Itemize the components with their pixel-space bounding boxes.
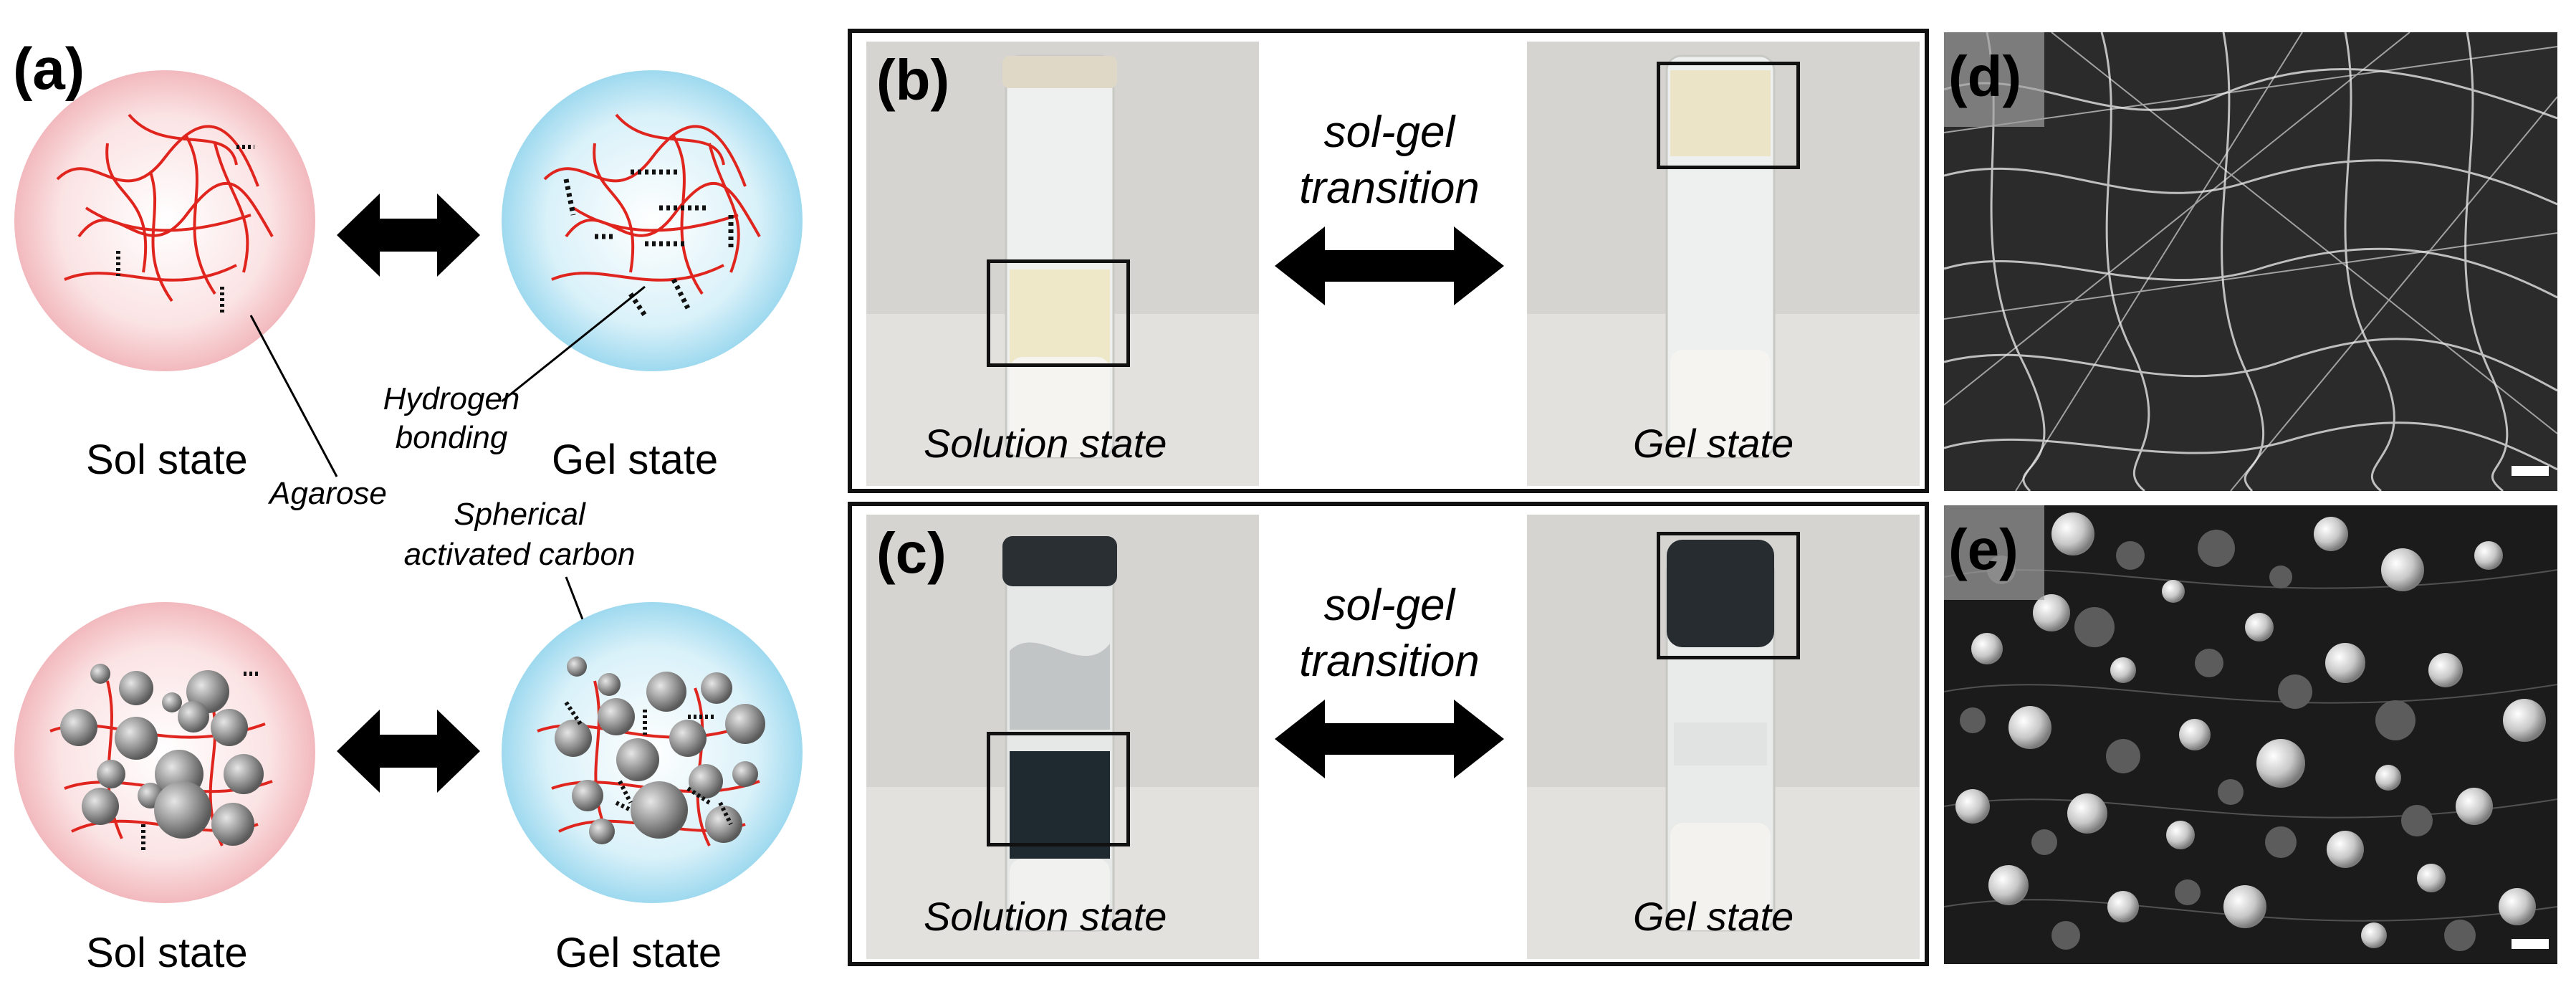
highlight-box-solution-b (987, 259, 1130, 367)
label-box-d (1944, 32, 2044, 127)
panel-b: (b) Solution state sol-gel transition Ge… (848, 29, 1929, 493)
panel-a: (a) (0, 0, 846, 997)
gel-caption-c: Gel state (1633, 894, 1794, 939)
sem-image-e: (e) (1944, 505, 2557, 964)
carbon-spheres-sol (60, 664, 264, 846)
double-arrow-bottom (337, 710, 480, 793)
agarose-label: Agarose (269, 476, 387, 511)
panel-d-label: (d) (1948, 44, 2022, 108)
panel-a-schematic (14, 70, 803, 903)
carbon-spheres-gel (555, 657, 765, 844)
transition-label-c: sol-gel transition (1299, 581, 1480, 686)
vial-photo-gel-b (1527, 42, 1920, 486)
agarose-leader (249, 315, 338, 477)
hbond-leader (501, 285, 646, 403)
hbond-marks-sol-top (116, 145, 254, 315)
vial-photo-solution-b (866, 42, 1259, 486)
panel-e-label: (e) (1948, 517, 2019, 581)
vial-photo-gel-c (1527, 515, 1920, 959)
gel-bubble-top (502, 70, 803, 371)
spherical-carbon-label: Spherical activated carbon (403, 497, 636, 572)
scale-bar-e (2512, 939, 2549, 949)
gel-state-label-bottom: Gel state (555, 930, 722, 976)
double-arrow-b (1275, 226, 1504, 305)
sol-state-label-top: Sol state (86, 437, 248, 483)
hbond-marks-gel-bottom (564, 701, 733, 826)
double-arrow-c (1275, 700, 1504, 778)
double-arrow-top (337, 194, 480, 277)
agarose-fibers-sol-top (56, 113, 274, 302)
highlight-box-gel-c (1657, 532, 1800, 659)
panel-c-label: (c) (876, 521, 947, 585)
transition-label-b: sol-gel transition (1299, 108, 1480, 213)
hbond-marks-gel-top (563, 169, 734, 317)
gel-state-label-top: Gel state (552, 437, 719, 483)
hydrogen-bonding-label: Hydrogen bonding (383, 381, 520, 455)
solution-caption-c: Solution state (924, 894, 1167, 939)
vial-photo-solution-c (866, 515, 1259, 959)
panel-b-label: (b) (876, 48, 950, 112)
sol-bubble-bottom (14, 602, 315, 903)
highlight-box-solution-c (987, 732, 1130, 846)
gel-caption-b: Gel state (1633, 421, 1794, 466)
panel-a-label: (a) (13, 37, 85, 102)
solution-caption-b: Solution state (924, 421, 1167, 466)
sem-image-d: (d) (1944, 32, 2557, 491)
panel-c: (c) Solution state sol-gel transition Ge… (848, 502, 1929, 966)
highlight-box-gel-b (1657, 62, 1800, 169)
sol-bubble-top (14, 70, 315, 371)
sol-state-label-bottom: Sol state (86, 930, 248, 976)
scale-bar-d (2512, 466, 2549, 476)
hbond-marks-sol-bottom (141, 672, 258, 853)
label-box-e (1944, 505, 2044, 600)
